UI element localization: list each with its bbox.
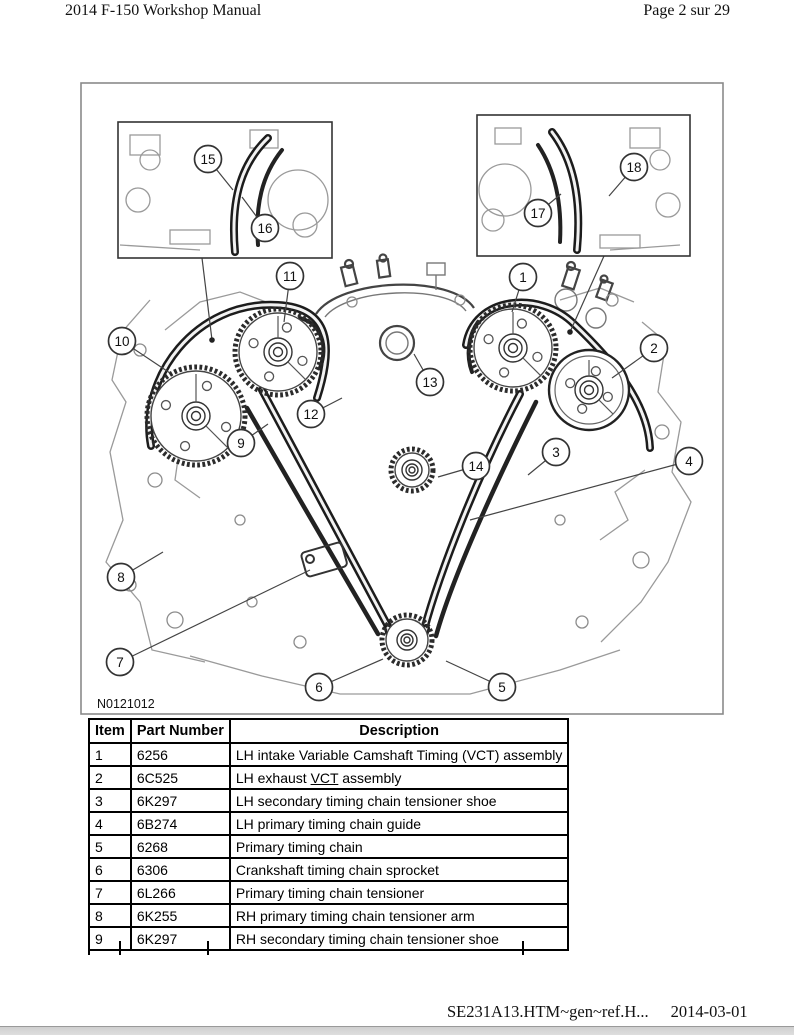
callout-2: 2 — [611, 333, 669, 379]
svg-text:14: 14 — [468, 459, 484, 474]
cell-item: 1 — [88, 742, 132, 767]
callout-12: 12 — [296, 397, 343, 429]
callout-6: 6 — [304, 658, 384, 702]
table-row: 9 6K297 RH secondary timing chain tensio… — [88, 926, 570, 951]
cell-desc: LH exhaust VCT assembly — [228, 765, 570, 790]
detail-inset-left — [117, 121, 333, 259]
cell-desc: Primary timing chain — [228, 834, 570, 859]
cell-part: 6B274 — [129, 811, 231, 836]
callout-18: 18 — [608, 152, 649, 197]
cell-desc: RH primary timing chain tensioner arm — [228, 903, 570, 928]
callout-5: 5 — [445, 660, 517, 702]
cell-part: 6K297 — [129, 926, 231, 951]
cell-desc: Crankshaft timing chain sprocket — [228, 857, 570, 882]
svg-text:5: 5 — [498, 680, 506, 695]
callout-9: 9 — [226, 423, 269, 458]
cell-item: 9 — [88, 926, 132, 951]
cell-item: 5 — [88, 834, 132, 859]
col-header-part-number: Part Number — [129, 718, 231, 744]
table-row: 8 6K255 RH primary timing chain tensione… — [88, 903, 570, 928]
cell-desc: LH intake Variable Camshaft Timing (VCT)… — [228, 742, 570, 767]
svg-text:6: 6 — [315, 680, 323, 695]
callout-10: 10 — [107, 326, 171, 374]
cell-item: 4 — [88, 811, 132, 836]
svg-text:12: 12 — [303, 407, 318, 422]
svg-text:16: 16 — [257, 221, 272, 236]
callout-14: 14 — [437, 451, 491, 481]
table-row: 3 6K297 LH secondary timing chain tensio… — [88, 788, 570, 813]
table-row: 2 6C525 LH exhaust VCT assembly — [88, 765, 570, 790]
svg-text:15: 15 — [200, 152, 215, 167]
desc-text: LH exhaust — [235, 769, 311, 786]
callout-13: 13 — [413, 353, 445, 397]
cell-part: 6306 — [129, 857, 231, 882]
cell-part: 6C525 — [129, 765, 231, 790]
page-title: 2014 F-150 Workshop Manual — [65, 2, 262, 19]
table-row: 6 6306 Crankshaft timing chain sprocket — [88, 857, 570, 882]
cell-part: 6L266 — [129, 880, 231, 905]
svg-text:2: 2 — [650, 341, 658, 356]
svg-text:13: 13 — [422, 375, 437, 390]
svg-text:1: 1 — [519, 270, 527, 285]
clipped-row-border — [119, 941, 121, 955]
cell-item: 3 — [88, 788, 132, 813]
footer-date: 2014-03-01 — [670, 1002, 748, 1021]
bottom-bar — [0, 1026, 794, 1035]
table-row: 7 6L266 Primary timing chain tensioner — [88, 880, 570, 905]
callout-7: 7 — [105, 569, 311, 677]
svg-text:17: 17 — [530, 206, 545, 221]
svg-text:8: 8 — [117, 570, 125, 585]
callout-4: 4 — [469, 446, 704, 521]
callout-11: 11 — [275, 261, 305, 323]
svg-text:10: 10 — [114, 334, 129, 349]
callout-3: 3 — [527, 437, 571, 476]
page-footer: SE231A13.HTM~gen~ref.H... 2014-03-01 — [447, 1002, 748, 1022]
cell-part: 6K255 — [129, 903, 231, 928]
svg-text:4: 4 — [685, 454, 693, 469]
cell-desc: RH secondary timing chain tensioner shoe — [228, 926, 570, 951]
svg-text:3: 3 — [552, 445, 560, 460]
table-row: 1 6256 LH intake Variable Camshaft Timin… — [88, 742, 570, 767]
vct-link-text[interactable]: VCT — [310, 769, 339, 786]
svg-text:7: 7 — [116, 655, 124, 670]
callout-15: 15 — [193, 144, 234, 191]
cell-part: 6K297 — [129, 788, 231, 813]
desc-text: assembly — [338, 769, 402, 786]
cell-item: 2 — [88, 765, 132, 790]
callout-17: 17 — [523, 193, 562, 228]
cell-desc: LH secondary timing chain tensioner shoe — [228, 788, 570, 813]
callout-1: 1 — [508, 262, 538, 313]
table-row: 4 6B274 LH primary timing chain guide — [88, 811, 570, 836]
figure-caption: N0121012 — [97, 697, 155, 711]
cell-desc: LH primary timing chain guide — [228, 811, 570, 836]
detail-inset-right — [476, 114, 691, 257]
svg-text:9: 9 — [237, 436, 245, 451]
cell-item: 6 — [88, 857, 132, 882]
sprockets — [123, 293, 670, 668]
cell-part: 6268 — [129, 834, 231, 859]
clipped-row-border — [522, 941, 524, 955]
cell-part: 6256 — [129, 742, 231, 767]
page-indicator: Page 2 sur 29 — [643, 2, 730, 19]
parts-table: Item Part Number Description 1 6256 LH i… — [88, 718, 570, 951]
cell-item: 8 — [88, 903, 132, 928]
svg-text:18: 18 — [626, 160, 641, 175]
col-header-item: Item — [88, 718, 132, 744]
table-row: 5 6268 Primary timing chain — [88, 834, 570, 859]
cell-desc: Primary timing chain tensioner — [228, 880, 570, 905]
col-header-description: Description — [228, 718, 570, 744]
cell-item: 7 — [88, 880, 132, 905]
svg-text:11: 11 — [283, 269, 297, 284]
clipped-row-border — [207, 941, 209, 955]
callout-16: 16 — [241, 196, 280, 243]
footer-document-ref: SE231A13.HTM~gen~ref.H... — [447, 1002, 649, 1021]
table-header-row: Item Part Number Description — [88, 718, 570, 744]
clipped-row-border — [88, 941, 90, 955]
figure-border — [80, 82, 724, 715]
callout-8: 8 — [106, 551, 164, 592]
